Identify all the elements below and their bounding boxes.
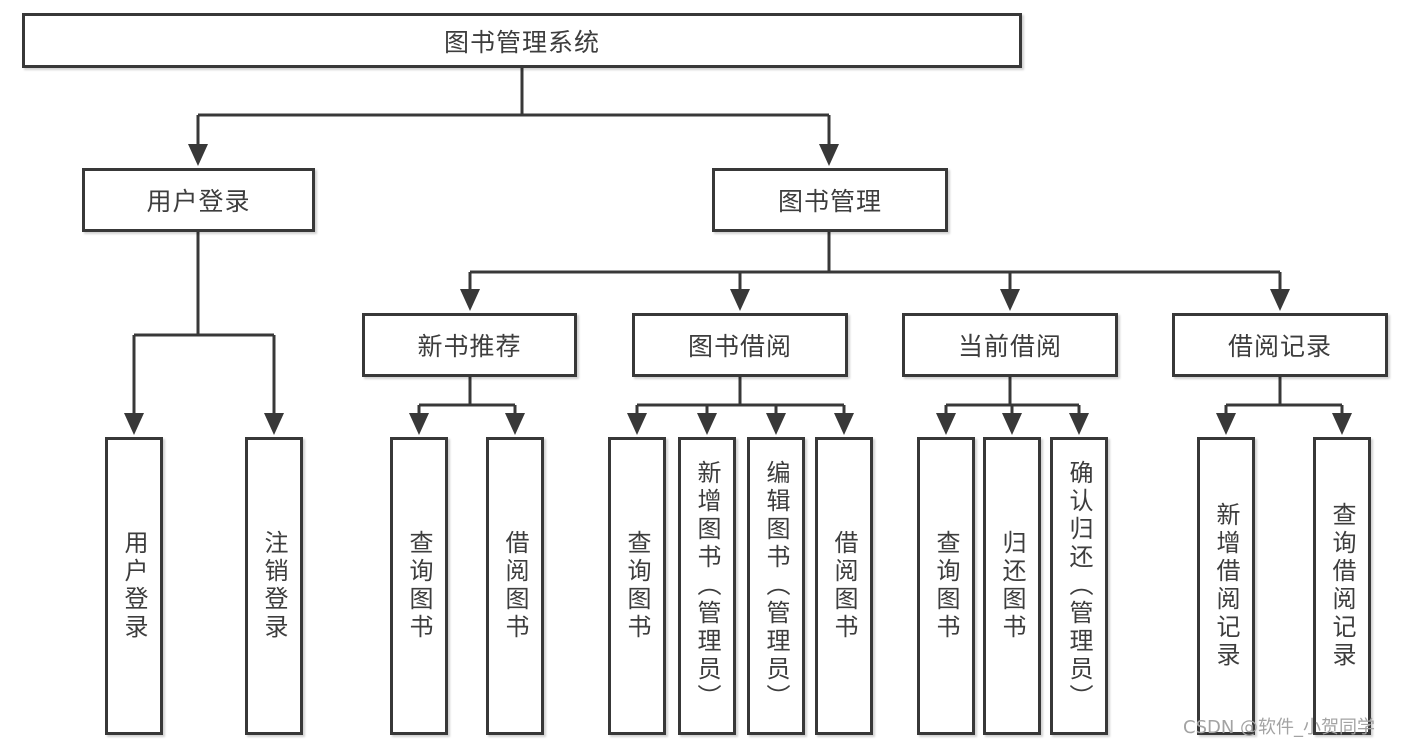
node-return-book: 归还图书	[983, 437, 1041, 735]
arrowhead-icon	[936, 413, 956, 435]
node-query-books-recommend: 查询图书	[390, 437, 448, 735]
node-user-login-module: 用户登录	[82, 168, 315, 232]
node-label: 借阅图书	[830, 530, 858, 642]
arrowhead-icon	[730, 289, 750, 311]
arrowhead-icon	[264, 413, 284, 435]
arrowhead-icon	[1002, 413, 1022, 435]
arrowhead-icon	[1216, 413, 1236, 435]
arrowhead-icon	[697, 413, 717, 435]
node-label: 新书推荐	[417, 332, 522, 361]
arrowheads	[124, 144, 1352, 435]
node-label: 新增图书（管理员）	[693, 460, 721, 712]
node-query-books-borrowing: 查询图书	[608, 437, 666, 735]
node-label: 图书借阅	[687, 332, 792, 361]
node-label: 查询图书	[405, 530, 433, 642]
node-query-books-current: 查询图书	[917, 437, 975, 735]
node-confirm-return-admin: 确认归还（管理员）	[1050, 437, 1108, 735]
node-book-management-module: 图书管理	[712, 168, 948, 232]
arrowhead-icon	[1000, 289, 1020, 311]
node-query-borrow-record: 查询借阅记录	[1313, 437, 1371, 735]
arrowhead-icon	[834, 413, 854, 435]
node-label: 借阅记录	[1227, 332, 1332, 361]
node-logout: 注销登录	[245, 437, 303, 735]
node-add-book-admin: 新增图书（管理员）	[678, 437, 736, 735]
node-label: 当前借阅	[957, 332, 1062, 361]
node-label: 借阅图书	[501, 530, 529, 642]
node-label: 图书管理系统	[443, 27, 600, 57]
arrowhead-icon	[124, 413, 144, 435]
arrowhead-icon	[1270, 289, 1290, 311]
arrowhead-icon	[766, 413, 786, 435]
node-current-borrowing: 当前借阅	[902, 313, 1118, 377]
node-label: 用户登录	[120, 530, 148, 642]
node-add-borrow-record: 新增借阅记录	[1197, 437, 1255, 735]
node-book-borrowing: 图书借阅	[632, 313, 848, 377]
node-label: 图书管理	[777, 187, 882, 216]
node-borrow-books-recommend: 借阅图书	[486, 437, 544, 735]
node-label: 查询借阅记录	[1328, 502, 1356, 670]
node-new-book-recommendation: 新书推荐	[362, 313, 577, 377]
node-label: 用户登录	[146, 187, 251, 216]
node-edit-book-admin: 编辑图书（管理员）	[747, 437, 805, 735]
node-library-management-system: 图书管理系统	[22, 13, 1022, 68]
arrowhead-icon	[1332, 413, 1352, 435]
node-borrowing-records: 借阅记录	[1172, 313, 1388, 377]
node-label: 注销登录	[260, 530, 288, 642]
arrowhead-icon	[627, 413, 647, 435]
node-borrow-books: 借阅图书	[815, 437, 873, 735]
node-label: 新增借阅记录	[1212, 502, 1240, 670]
csdn-watermark: CSDN @软件_小贺同学	[1183, 717, 1376, 738]
node-label: 查询图书	[623, 530, 651, 642]
arrowhead-icon	[409, 413, 429, 435]
arrowhead-icon	[188, 144, 208, 166]
arrowhead-icon	[1069, 413, 1089, 435]
node-user-login: 用户登录	[105, 437, 163, 735]
node-label: 确认归还（管理员）	[1065, 460, 1093, 712]
arrowhead-icon	[460, 289, 480, 311]
node-label: 编辑图书（管理员）	[762, 460, 790, 712]
arrowhead-icon	[505, 413, 525, 435]
node-label: 归还图书	[998, 530, 1026, 642]
arrowhead-icon	[819, 144, 839, 166]
node-label: 查询图书	[932, 530, 960, 642]
